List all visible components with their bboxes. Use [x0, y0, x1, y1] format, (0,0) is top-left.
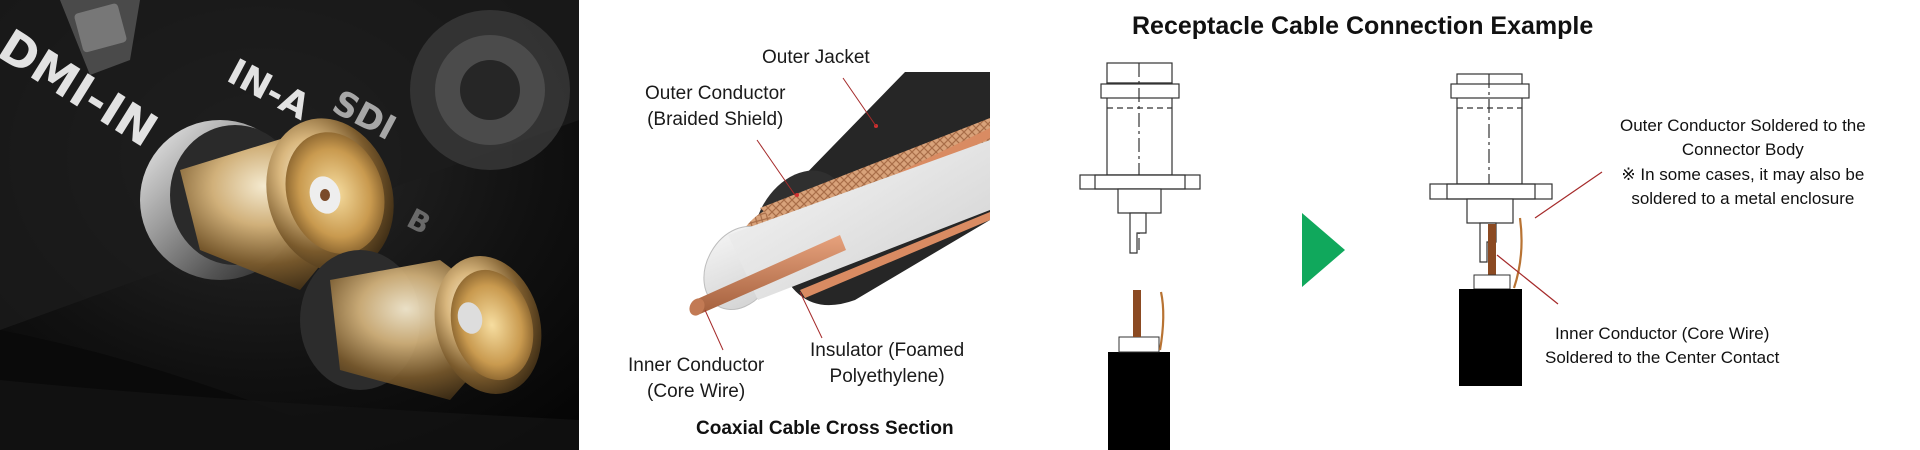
label-insulator: Insulator (Foamed Polyethylene)	[810, 340, 965, 388]
label-outer-conductor: Outer Conductor (Braided Shield)	[645, 83, 786, 131]
label-inner-conductor: Inner Conductor (Core Wire)	[628, 355, 765, 403]
bnc-connector-photo: DMI-IN IN-A SDI B	[0, 0, 579, 450]
diagram-panel	[579, 0, 1920, 450]
receptacle-after	[1429, 73, 1553, 263]
coax-cross-section	[689, 72, 990, 351]
receptacle-before	[1079, 62, 1201, 254]
label-outer-jacket: Outer Jacket	[762, 47, 870, 68]
cable-before	[1108, 290, 1170, 450]
inner-conductor-note: Inner Conductor (Core Wire) Soldered to …	[1545, 324, 1780, 368]
connection-arrow	[1302, 213, 1345, 287]
diagram-title: Receptacle Cable Connection Example	[1132, 12, 1594, 40]
cable-after	[1459, 217, 1523, 386]
cross-section-caption: Coaxial Cable Cross Section	[696, 418, 954, 439]
outer-conductor-note: Outer Conductor Soldered to the Connecto…	[1620, 116, 1866, 208]
